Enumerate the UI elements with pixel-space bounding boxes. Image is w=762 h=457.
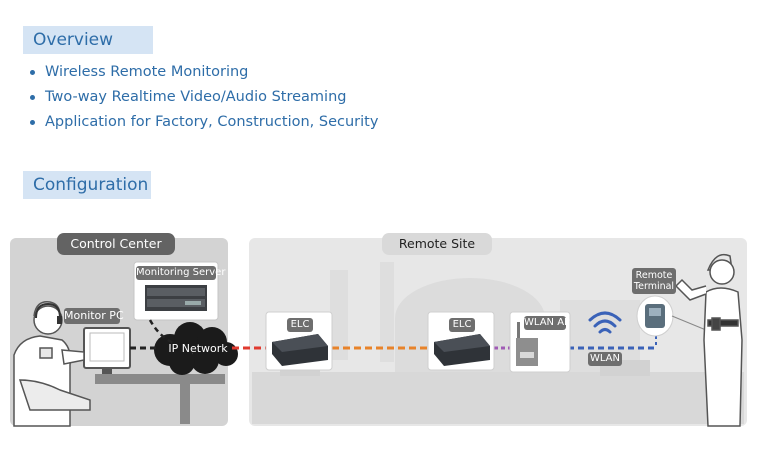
desk xyxy=(95,374,225,424)
elc-device-2 xyxy=(427,311,495,371)
worker-figure xyxy=(674,253,743,427)
configuration-title: Configuration xyxy=(23,171,151,199)
overview-item: Two-way Realtime Video/Audio Streaming xyxy=(30,87,378,112)
monitor-pc xyxy=(83,327,131,374)
monitor-pc-label: Monitor PC xyxy=(64,308,124,324)
ip-network-cloud xyxy=(154,322,238,375)
terminal-callout-line xyxy=(671,315,707,331)
overview-item: Application for Factory, Construction, S… xyxy=(30,112,378,137)
monitoring-server-label: Monitoring Server xyxy=(136,266,226,280)
headset-icon xyxy=(35,302,62,324)
overview-list: Wireless Remote Monitoring Two-way Realt… xyxy=(30,62,378,137)
wlan-ap-label: WLAN AP xyxy=(524,316,571,330)
control-center-label: Control Center xyxy=(57,233,175,255)
remote-terminal-line1: Remote xyxy=(635,270,673,281)
elc-label-1: ELC xyxy=(287,318,313,332)
remote-terminal-line2: Terminal xyxy=(633,281,675,292)
remote-terminal-device xyxy=(636,295,674,337)
remote-terminal-label: Remote Terminal xyxy=(632,268,676,294)
elc-device-1 xyxy=(265,311,333,371)
server-network-link xyxy=(148,319,177,346)
operator-figure xyxy=(13,301,91,427)
wifi-icon xyxy=(588,311,622,334)
elc-label-2: ELC xyxy=(449,318,475,332)
overview-item: Wireless Remote Monitoring xyxy=(30,62,378,87)
wlan-label: WLAN xyxy=(588,352,622,366)
remote-site-label: Remote Site xyxy=(382,233,492,255)
overview-title: Overview xyxy=(23,26,153,54)
ip-network-label: IP Network xyxy=(168,342,228,355)
